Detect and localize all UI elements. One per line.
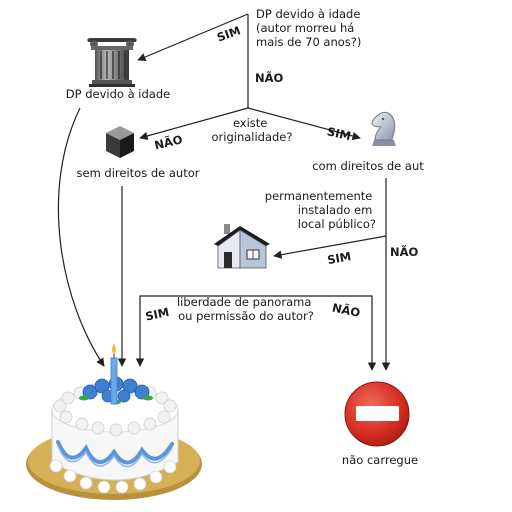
house-icon — [214, 224, 270, 269]
edge-originality-yes-line — [247, 107, 361, 141]
edge-label-permanent-no: NÃO — [390, 244, 419, 259]
edge-label-originality-no: NÃO — [153, 131, 184, 152]
edge-label-panorama-no: NÃO — [331, 299, 362, 320]
panorama-question: liberdade de panorama ou permissão do au… — [177, 295, 315, 323]
edge-age-yes-line — [137, 13, 249, 61]
edge-permanent-yes-line — [273, 235, 387, 259]
do-not-upload-label: não carregue — [342, 453, 418, 467]
permanent-question: permanentemente instalado em local públi… — [265, 189, 376, 231]
edge-panorama-no-line — [244, 295, 377, 371]
chess-knight-icon — [371, 111, 396, 146]
edge-label-age-no: NÃO — [255, 70, 284, 85]
edge-panorama-yes-line — [135, 295, 244, 367]
edge-dp-to-cake — [57, 107, 105, 367]
edge-label-permanent-yes: SIM — [326, 249, 352, 267]
no-entry-icon — [344, 381, 410, 447]
column-icon — [87, 38, 137, 87]
edge-label-panorama-yes: SIM — [144, 305, 170, 324]
originality-question: existe originalidade? — [211, 116, 292, 144]
age-question: DP devido à idade (autor morreu há mais … — [256, 7, 364, 49]
connector-lines — [57, 13, 391, 371]
edge-originality-no-line — [139, 107, 249, 141]
edge-label-originality-yes: SIM — [326, 124, 353, 143]
cake-icon — [26, 344, 202, 500]
copyrighted-label: com direitos de aut — [312, 159, 424, 173]
public-domain-age-label: DP devido à idade — [66, 87, 170, 101]
no-copyright-label: sem direitos de autor — [77, 166, 200, 180]
cube-icon — [106, 126, 134, 158]
